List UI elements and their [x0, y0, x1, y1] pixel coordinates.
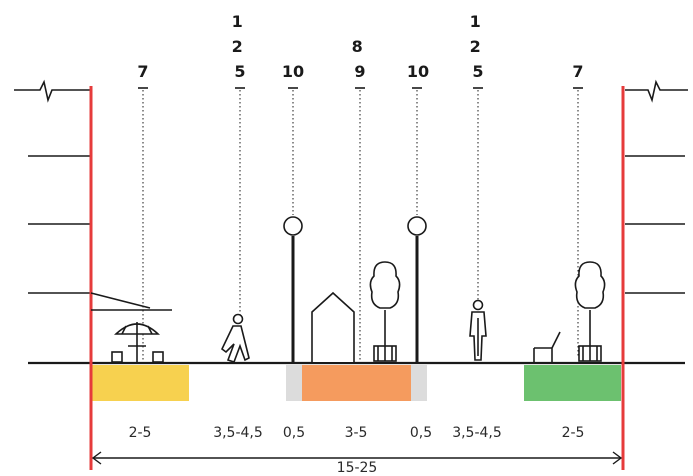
- zone-width-label: 2-5: [129, 425, 152, 441]
- pedestrian-icon: [220, 313, 250, 364]
- standing-person-icon: [469, 299, 487, 361]
- zone-sidewalk-right-fill: [524, 365, 621, 401]
- tree-icon: [369, 261, 401, 362]
- zone-sidewalk-left-fill: [92, 365, 189, 401]
- cafe-umbrella-icon: [111, 322, 164, 363]
- callout-label-c6: 1 2 5: [470, 12, 487, 81]
- zone-buffer-left-fill: [286, 365, 302, 401]
- callout-label-c3: 10: [282, 62, 304, 81]
- zone-median-fill: [302, 365, 411, 401]
- awning-icon: [90, 292, 172, 311]
- right-building: [625, 79, 688, 294]
- zone-width-label: 3,5-4,5: [452, 425, 502, 441]
- left-building: [14, 79, 90, 294]
- street-lamp-icon: [407, 216, 427, 362]
- kiosk-icon: [311, 291, 355, 362]
- zone-width-label: 3,5-4,5: [213, 425, 263, 441]
- zone-width-label: 2-5: [562, 425, 585, 441]
- reference-lines: [142, 90, 579, 360]
- zone-buffer-right-fill: [411, 365, 427, 401]
- bench-icon: [533, 331, 561, 362]
- callout-label-c2: 1 2 5: [232, 12, 249, 81]
- callout-label-c5: 10: [407, 62, 429, 81]
- total-width-arrow: [91, 451, 623, 465]
- right-break-line: [625, 79, 688, 103]
- total-width-label: 15-25: [337, 460, 378, 476]
- callout-label-c4: 8 9: [352, 37, 369, 81]
- zone-width-label: 3-5: [345, 425, 368, 441]
- street-lamp-icon: [283, 216, 303, 362]
- left-break-line: [14, 79, 90, 103]
- tree-icon: [574, 261, 606, 362]
- callout-label-c1: 7: [137, 62, 148, 81]
- zone-width-label: 0,5: [410, 425, 432, 441]
- callout-label-c7: 7: [572, 62, 583, 81]
- zone-width-label: 0,5: [283, 425, 305, 441]
